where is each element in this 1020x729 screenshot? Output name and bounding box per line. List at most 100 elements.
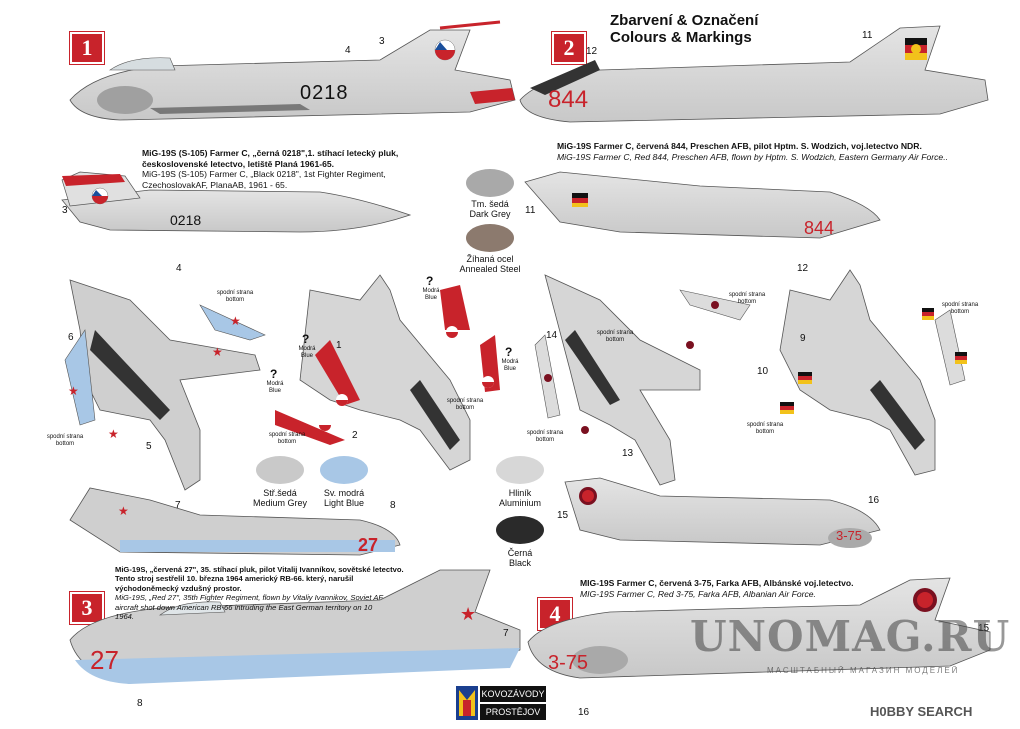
profile-number-badge: 3 [70,592,104,624]
title-english: Colours & Markings [610,29,752,46]
hobby-search-watermark: H0BBY SEARCH [870,704,973,719]
caption-en-line: MiG-19S, „Red 27", 35th Fighter Regiment… [115,593,384,603]
question-mark: ? [302,332,310,346]
aircraft-code-27: 27 [90,645,119,675]
callout-number: 11 [525,205,536,216]
aircraft-code-small: 27 [358,535,379,555]
plan-view-soviet-top: ★ ★ ★ ★ [64,279,266,491]
callout-number: 14 [546,330,558,341]
callout-number: 3 [62,205,68,216]
caption-profile-2: MiG-19S Farmer C, červená 844, Preschen … [557,141,997,162]
caption-en-line: aircraft shot down American RB-66 intrud… [115,602,373,612]
callout-number: 9 [800,333,806,344]
aircraft-code-small: 3-75 [836,528,863,543]
caption-profile-4: MIG-19S Farmer C, červená 3-75, Farka AF… [580,578,910,599]
question-mark: ? [270,367,278,381]
watermark-unomag: UNOMAG.RU [690,612,1011,661]
profile-number-badge: 1 [70,32,104,64]
svg-text:★: ★ [460,604,476,625]
plan-view-ddr [534,274,751,486]
callout-number: 16 [578,707,590,718]
svg-text:★: ★ [230,314,241,328]
callout-number: 12 [797,263,809,274]
callout-number: 1 [336,340,342,351]
profile-2-small-side-view [524,171,881,239]
caption-cz-line: MiG-19S, „červená 27", 35. stíhací pluk,… [115,565,404,574]
callout-number: 15 [978,623,990,634]
caption-en-line: MiG-19S Farmer C, Red 844, Preschen AFB,… [557,151,948,162]
aircraft-code-0218: 0218 [300,82,349,104]
logo-emblem-icon [456,686,478,720]
callout-number: 8 [137,698,143,709]
svg-text:★: ★ [212,345,223,359]
plan-view-czech-bottom [275,274,500,471]
watermark-subtitle: МАСШТАБНЫЙ МАГАЗИН МОДЕЛЕЙ [767,666,960,675]
caption-cz-line: MIG-19S Farmer C, červená 3-75, Farka AF… [580,578,854,588]
callout-number: 8 [390,500,396,511]
callout-number: 4 [176,263,182,274]
kovozavody-logo: KOVOZÁVODY PROSTĚJOV [456,686,560,720]
page-title: Zbarvení & Označení Colours & Markings [610,12,758,46]
profile-2-side-view [519,25,989,123]
caption-cz-line: východoněmecký vzdušný prostor. [115,583,242,593]
caption-cz-line: MiG-19S Farmer C, červená 844, Preschen … [557,141,922,151]
profile-3-small-side-view: ★ [69,487,401,556]
color-swatches [256,169,544,544]
callout-number: 4 [345,45,351,56]
caption-en-line: CzechoslovakAF, PlanaAB, 1961 - 65. [142,179,288,190]
profile-4-small-side-view [564,477,881,548]
caption-cz-line: československé letectvo, letiště Planá 1… [142,158,335,169]
callout-number: 7 [503,628,509,639]
callout-number: 15 [557,510,569,521]
svg-text:★: ★ [108,427,119,441]
callout-number: 5 [146,441,152,452]
caption-profile-1: MiG-19S (S-105) Farmer C, „černá 0218",1… [142,148,410,190]
caption-cz-line: Tento stroj sestřelil 10. března 1964 am… [115,574,354,584]
question-mark: ? [505,345,513,359]
caption-profile-3: MiG-19S, „červená 27", 35. stíhací pluk,… [115,565,405,621]
aircraft-code-small: 0218 [170,212,202,228]
aircraft-code-844: 844 [548,86,589,113]
callout-number: 10 [757,366,769,377]
title-czech: Zbarvení & Označení [610,12,759,29]
profile-1-small-side-view [61,171,412,233]
caption-en-line: MiG-19S (S-105) Farmer C, „Black 0218", … [142,169,386,179]
callout-number: 3 [379,36,385,47]
svg-text:★: ★ [68,384,79,398]
caption-en-line: MIG-19S Farmer C, Red 3-75, Farka AFB, A… [580,588,816,599]
question-mark: ? [426,274,434,288]
caption-cz-line: MiG-19S (S-105) Farmer C, „černá 0218",1… [142,148,399,158]
plan-view-ddr-2 [779,269,967,476]
callout-number: 13 [622,448,634,459]
profile-number-badge: 2 [552,32,586,64]
callout-number: 12 [586,46,598,57]
aircraft-code-small: 844 [804,218,835,238]
callout-number: 6 [68,332,74,343]
caption-en-line: 1964. [115,612,135,622]
profile-4-side-view [527,577,991,679]
profile-3-side-view: ★ [69,569,521,684]
svg-text:★: ★ [118,504,129,518]
logo-line-1: KOVOZÁVODY [480,686,546,702]
callout-number: 2 [352,430,358,441]
logo-line-2: PROSTĚJOV [480,704,546,720]
